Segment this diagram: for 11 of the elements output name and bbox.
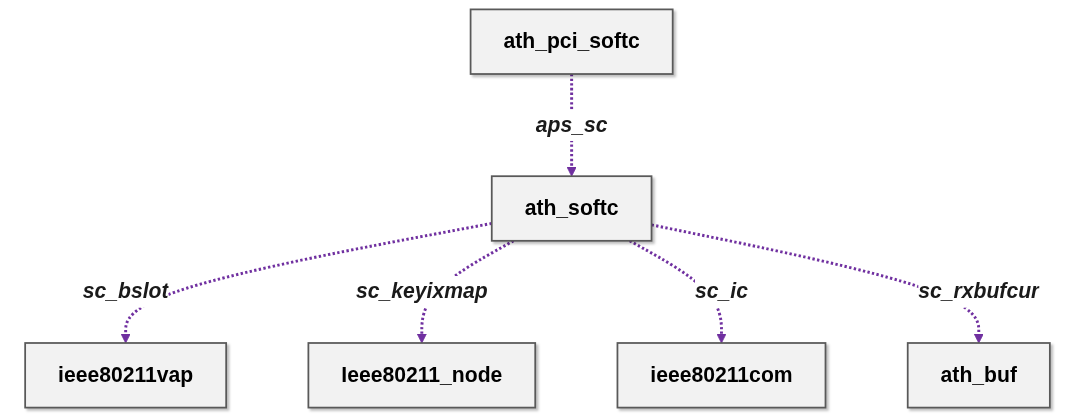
node-box: ath_softc [490,175,653,242]
node-box: ieee80211com [616,342,827,409]
node-box: ath_buf [906,342,1051,409]
arrow [628,239,727,344]
edge-label: sc_bslot [82,279,169,304]
node-box: Ieee80211_node [307,342,537,409]
edge-label: sc_ic [695,279,748,304]
node-box: ieee80211vap [24,342,228,409]
edge-label: sc_keyixmap [355,279,488,304]
edge-label: aps_sc [535,112,608,137]
node-box: ath_pci_softc [469,8,674,75]
